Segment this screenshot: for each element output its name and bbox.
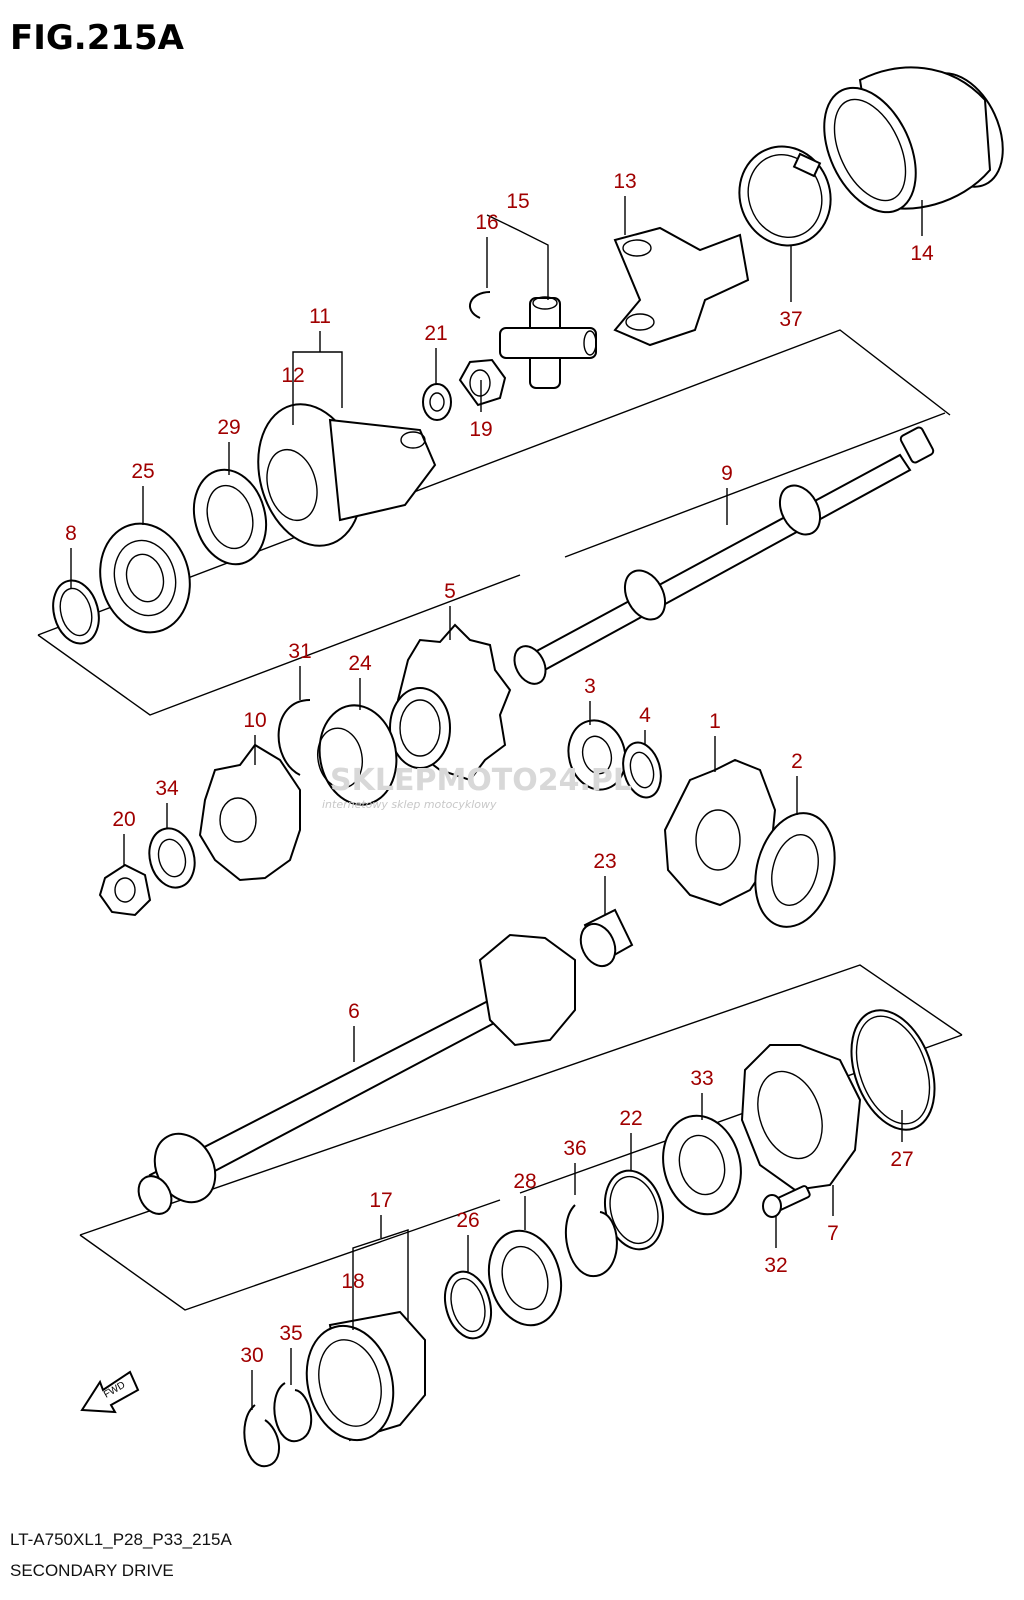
part-30-circlip [243,1404,280,1468]
callout-33: 33 [690,1067,713,1090]
part-33-bearing [662,1114,742,1216]
callout-1: 1 [709,710,721,733]
part-7-bearing-case [740,1044,862,1192]
callout-27: 27 [890,1148,913,1171]
callout-3: 3 [584,675,596,698]
callout-22: 22 [619,1107,642,1130]
figure-title: FIG.215A [10,18,184,58]
callout-15: 15 [506,190,529,213]
part-25-bearing [99,522,191,634]
part-21-washer [422,383,452,421]
callout-13: 13 [613,170,636,193]
part-29-oil-seal [192,468,268,566]
callout-6: 6 [348,1000,360,1023]
part-27-o-ring [850,1009,936,1131]
part-10-gear [198,743,301,882]
callout-5: 5 [444,580,456,603]
part-31-circlip [277,699,311,776]
callout-16: 16 [475,211,498,234]
part-19-nut [458,358,507,407]
part-6-shaft [137,933,576,1215]
part-20-nut [98,863,152,917]
callout-25: 25 [131,460,154,483]
part-14-boot [823,66,1004,214]
part-8-ring [52,579,100,645]
part-9-shaft [513,426,935,685]
callout-26: 26 [456,1209,479,1232]
callout-20: 20 [112,808,135,831]
part-17-cover [305,1310,426,1442]
part-35-circlip [273,1382,313,1443]
callout-31: 31 [288,640,311,663]
part-37-clamp [738,145,832,247]
part-28-oil-seal [487,1229,563,1327]
callout-37: 37 [779,308,802,331]
callout-21: 21 [424,322,447,345]
figure-model-code: LT-A750XL1_P28_P33_215A [10,1530,232,1549]
part-4-washer [622,741,662,799]
part-13-yoke [613,226,750,347]
part-32-bolt [762,1185,811,1218]
callout-28: 28 [513,1170,536,1193]
callout-12: 12 [281,364,304,387]
part-34-washer [148,827,196,889]
leader-lines [70,196,923,1410]
callout-labels: 1234567891011121314151617181920212223242… [65,170,934,1367]
part-16-circlip [468,291,491,319]
callout-17: 17 [369,1189,392,1212]
part-3-nut [567,719,627,791]
callout-18: 18 [341,1270,364,1293]
watermark-brand: SKLEPMOTO24.PL [330,763,632,798]
part-22-ring [604,1169,664,1251]
callout-23: 23 [593,850,616,873]
part-15-universal-joint [499,296,597,389]
callout-7: 7 [827,1222,839,1245]
callout-32: 32 [764,1254,787,1277]
callout-34: 34 [155,777,179,800]
part-2-washer [754,812,836,928]
callout-36: 36 [563,1137,586,1160]
callout-14: 14 [910,242,934,265]
callout-9: 9 [721,462,733,485]
callout-35: 35 [279,1322,302,1345]
part-26-ring [443,1270,493,1340]
part-11-flange-yoke [257,403,437,547]
watermark: SKLEPMOTO24.PL internetowy sklep motocyk… [322,763,632,811]
callout-19: 19 [469,418,492,441]
callout-24: 24 [348,652,372,675]
part-24-bearing [317,704,398,806]
callout-11: 11 [309,305,331,328]
callout-8: 8 [65,522,77,545]
callout-2: 2 [791,750,803,773]
figure-name: SECONDARY DRIVE [10,1561,174,1580]
callout-4: 4 [639,704,651,727]
part-36-circlip [564,1204,618,1278]
callout-29: 29 [217,416,240,439]
part-23-needle-bearing [579,908,634,968]
part-5-bevel-gear [389,623,512,782]
callout-30: 30 [240,1344,263,1367]
watermark-tagline: internetowy sklep motocyklowy [322,798,497,811]
fwd-arrow-icon: FWD [80,1370,140,1414]
callout-10: 10 [243,709,266,732]
